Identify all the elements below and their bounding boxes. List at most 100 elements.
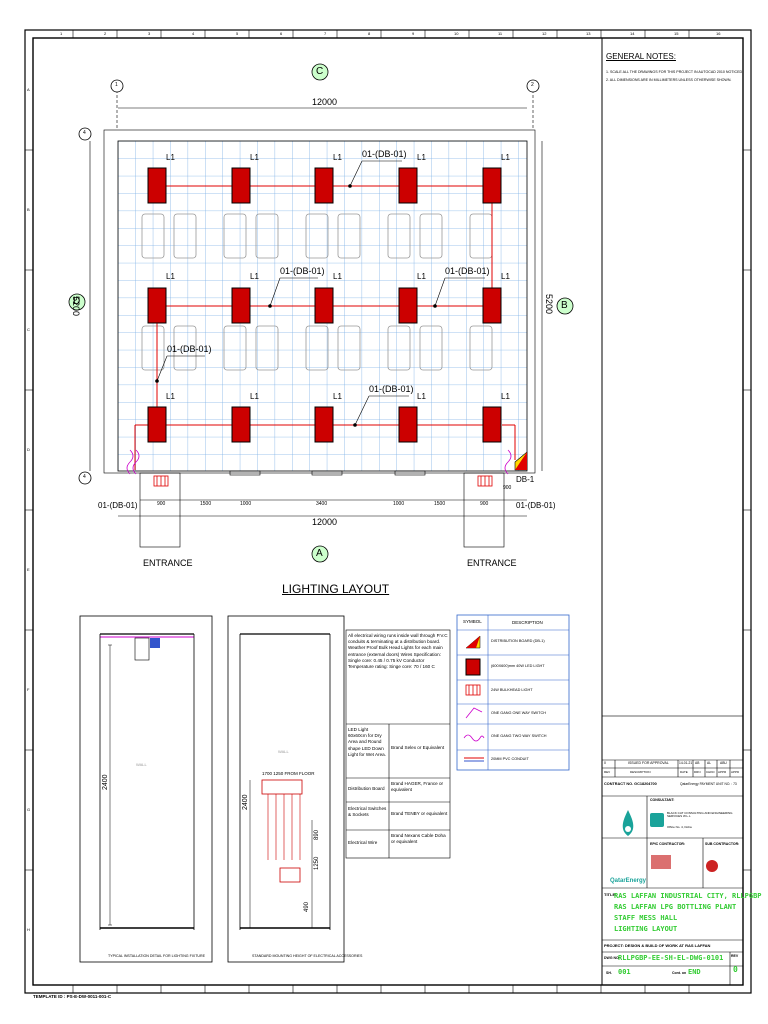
led-fixture: [231, 167, 251, 204]
led-fixture: [398, 287, 418, 324]
client-logo: [622, 810, 634, 836]
rev-by: AB: [695, 761, 700, 765]
sheet-label: SH.: [606, 971, 612, 975]
border-letter: E: [27, 567, 30, 572]
led-fixture: [482, 167, 502, 204]
consultant-address: Office No. 4, Doha: [667, 825, 692, 829]
led-fixture: [147, 406, 167, 443]
fixture-label: L1: [333, 272, 342, 281]
grid-bubble-top: C: [316, 66, 324, 77]
project-line: PROJECT: DESIGN & BUILD OF WORK AT RAS L…: [604, 943, 711, 948]
contractor-ref: QatarEnergy PAYMENT UNIT NO. : 73: [680, 782, 737, 786]
circuit-label: 01-(DB-01): [98, 501, 138, 510]
border-number: 9: [412, 31, 415, 36]
rev-header: DRN: [694, 770, 701, 774]
outer-border: [24, 29, 752, 994]
border-number: 5: [236, 31, 239, 36]
led-fixture: [147, 287, 167, 324]
grid-bubble-top-left: 1: [115, 82, 118, 88]
border-letter: D: [27, 447, 30, 452]
rev-value: 0: [733, 965, 738, 974]
cont-value: END: [688, 968, 701, 976]
border-number: 16: [716, 31, 721, 36]
spec-item: Electrical Switches & Sockets: [348, 806, 387, 818]
dim-width-bottom: 12000: [312, 517, 338, 527]
detail-dim: 2400: [102, 774, 109, 790]
border-number: 15: [674, 31, 679, 36]
wall-label: WALL: [278, 749, 289, 754]
circuit-label: 01-(DB-01): [516, 501, 556, 510]
dim-segment: 1000: [393, 501, 405, 507]
border-letter: A: [27, 87, 30, 92]
dwg-no-label: DWG NO.: [604, 956, 620, 960]
general-note-item: 1. SCALE ALL THE DRAWINGS FOR THIS PROJE…: [606, 70, 744, 74]
spec-brand: Brand Selex or Equivalent: [391, 745, 445, 750]
led-fixture: [231, 406, 251, 443]
grid-bubble-top-right: 2: [531, 82, 534, 88]
led-fixture: [314, 167, 334, 204]
rev-header: CHKD: [706, 770, 715, 774]
dim-segment: 900: [157, 501, 166, 507]
detail-dim: 2400: [242, 794, 249, 810]
title-prefix: TITLE:: [604, 892, 617, 897]
consultant-label: CONSULTANT:: [650, 798, 675, 802]
circuit-label: 01-(DB-01): [167, 344, 212, 354]
led-fixture: [314, 287, 334, 324]
consultant-name: BLACK CAT CONSULTING AND ENGINEERING SER…: [667, 811, 733, 818]
border-letter: F: [27, 687, 30, 692]
grid-bubble-left: D: [73, 296, 81, 307]
circuit-label: 01-(DB-01): [280, 266, 325, 276]
dim-segment: 1500: [434, 501, 446, 507]
rev-header: DATE: [680, 770, 688, 774]
detail-caption: TYPICAL INSTALLATION DETAIL FOR LIGHTING…: [108, 954, 205, 958]
grid-bubble-corner: 4: [83, 130, 86, 136]
circuit-label: 01-(DB-01): [362, 149, 407, 159]
spec-item: Distribution Board: [348, 786, 385, 791]
dim-width-top: 12000: [312, 97, 338, 107]
legend-item: 24W BULKHEAD LIGHT: [491, 688, 533, 692]
border-letter: C: [27, 327, 30, 332]
rev-header: REV: [604, 770, 611, 774]
dim-segment: 1500: [200, 501, 212, 507]
dim-depth-left: 5200: [71, 296, 81, 317]
grid-bubble-bottom: A: [316, 548, 323, 559]
detail-dim: 890: [314, 829, 320, 840]
legend-item: (600X600)mm 40W LED LIGHT: [491, 664, 545, 668]
led-fixture: [482, 287, 502, 324]
led-fixture: [147, 167, 167, 204]
border-number: 12: [542, 31, 547, 36]
dim-depth-right: 5200: [544, 294, 554, 315]
detail-fixture-installation: [79, 615, 213, 963]
border-letter: H: [27, 927, 30, 932]
epic-label: EPIC CONTRACTOR:: [650, 842, 686, 846]
fixture-label: L1: [417, 392, 426, 401]
rev-label: REV: [731, 954, 739, 958]
spec-intro: All electrical wiring runs inside wall t…: [348, 633, 448, 669]
led-fixture: [398, 406, 418, 443]
cont-label: Cont. on: [672, 971, 687, 975]
led-fixture: [398, 167, 418, 204]
border-number: 6: [280, 31, 283, 36]
sheet-value: 001: [618, 968, 631, 976]
drawing-title: LIGHTING LAYOUT: [282, 582, 390, 596]
rev-appd: ABU: [720, 761, 727, 765]
rev-header: APPD: [731, 770, 740, 774]
led-fixture: [314, 406, 334, 443]
border-number: 3: [148, 31, 151, 36]
fixture-label: L1: [417, 272, 426, 281]
dim-segment: 3400: [316, 501, 328, 507]
border-letter: B: [27, 207, 30, 212]
rev-date: 14-01-21: [679, 761, 693, 765]
fixture-label: L1: [250, 392, 259, 401]
border-letter: G: [27, 807, 31, 812]
entrance-label: ENTRANCE: [143, 558, 193, 568]
fixture-label: L1: [333, 153, 342, 162]
general-note-item: 2. ALL DIMENSIONS ARE IN MILLIMETERS UNL…: [606, 78, 732, 82]
db-label: DB-1: [516, 475, 535, 484]
spec-item: LED Light 60x60cm for Dry Area and Round…: [348, 727, 386, 757]
rev-number: 0: [604, 761, 606, 765]
fixture-label: L1: [417, 153, 426, 162]
title-line: STAFF MESS HALL: [614, 914, 678, 922]
legend-item: ONE GANG ONE WAY SWITCH: [491, 711, 546, 715]
